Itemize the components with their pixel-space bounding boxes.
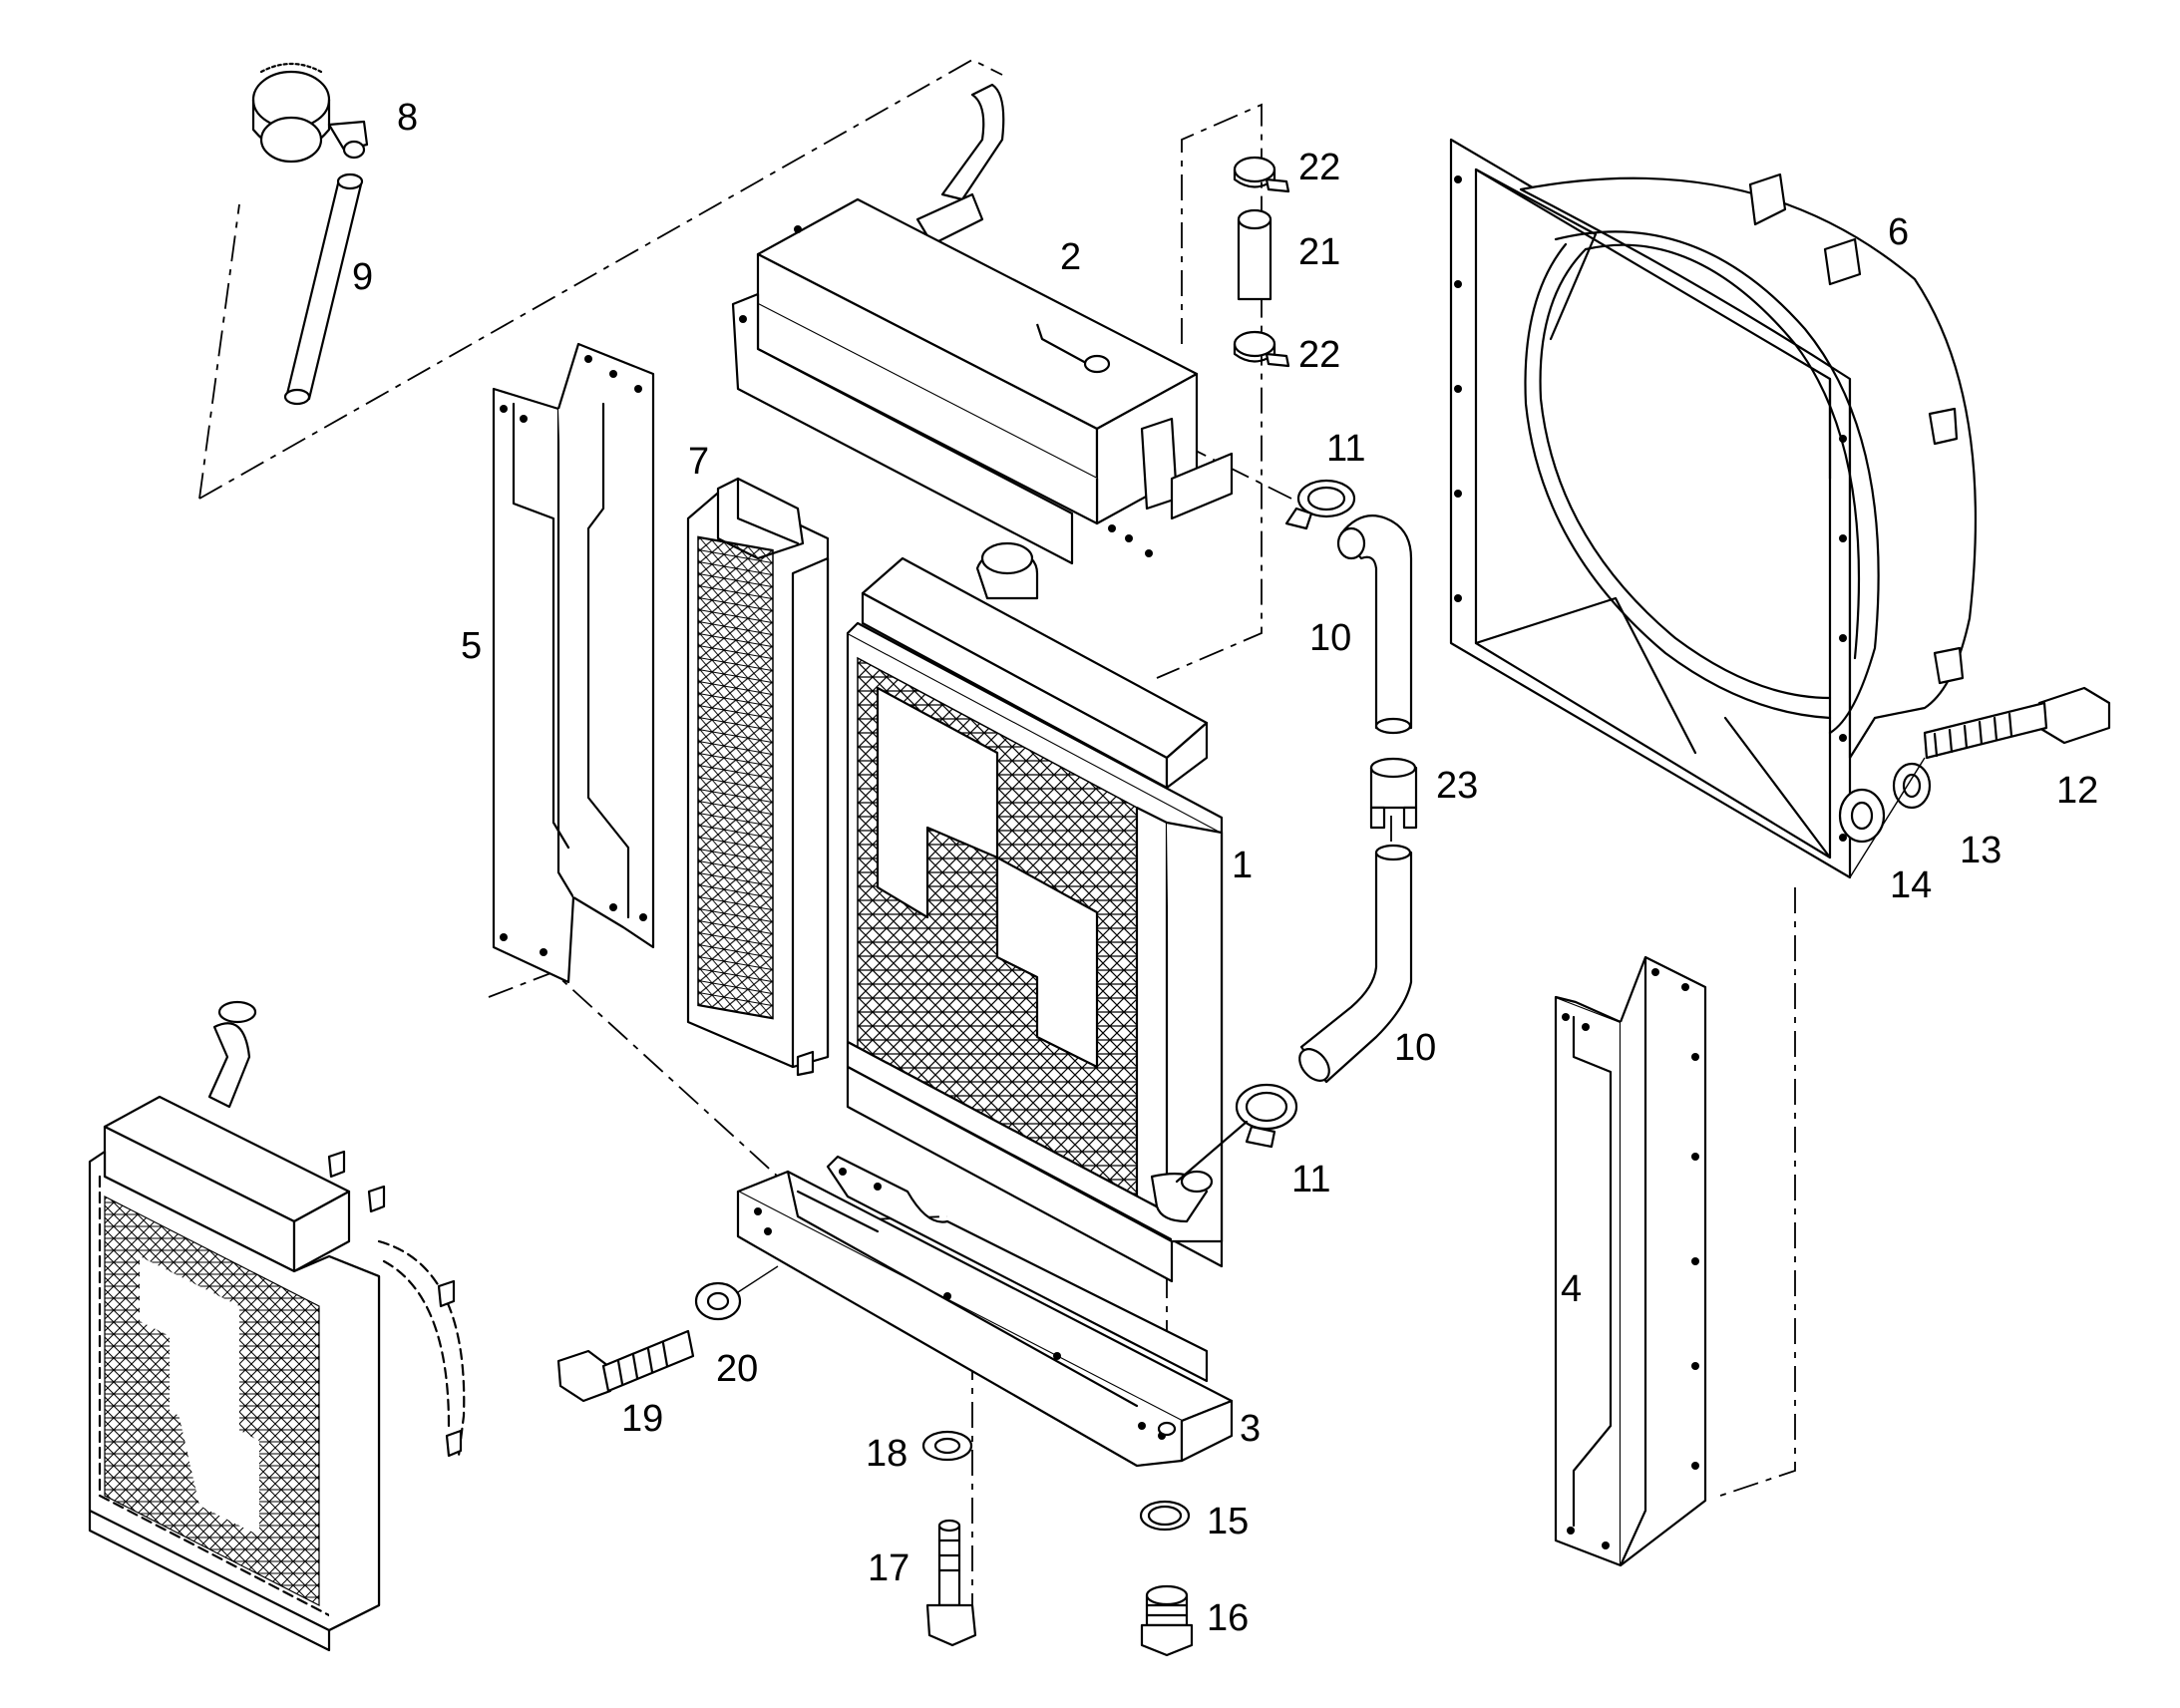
right-side-bracket — [1554, 955, 1707, 1567]
label-15: 15 — [1207, 1501, 1249, 1542]
label-20: 20 — [716, 1348, 758, 1390]
label-22-lower: 22 — [1298, 334, 1340, 376]
filler-cap — [251, 62, 369, 164]
fan-shroud-fasteners — [1838, 686, 2111, 878]
lower-center-bolt — [921, 1430, 977, 1647]
label-5: 5 — [461, 625, 482, 667]
label-19: 19 — [621, 1398, 663, 1440]
label-14: 14 — [1890, 864, 1932, 906]
label-22-upper: 22 — [1298, 147, 1340, 188]
label-4: 4 — [1561, 1268, 1582, 1310]
assembly-inset — [88, 1000, 466, 1652]
lower-clamp — [1175, 1083, 1298, 1184]
label-8: 8 — [397, 97, 418, 139]
label-21: 21 — [1298, 231, 1340, 273]
hose-connector — [1369, 757, 1418, 830]
part-labels: 1 2 3 4 5 6 7 8 9 10 10 11 11 12 13 14 1… — [352, 97, 2098, 1639]
label-11-upper: 11 — [1326, 428, 1365, 470]
label-17: 17 — [868, 1547, 909, 1589]
label-7: 7 — [688, 441, 709, 483]
label-9: 9 — [352, 256, 373, 298]
filler-tube — [283, 172, 364, 406]
left-side-bracket — [492, 342, 655, 984]
label-1: 1 — [1232, 845, 1253, 886]
label-10-lower: 10 — [1394, 1027, 1436, 1069]
lower-left-bolt — [556, 1265, 779, 1403]
label-2: 2 — [1060, 236, 1081, 278]
label-18: 18 — [866, 1433, 908, 1475]
fan-shroud — [1449, 138, 1977, 879]
label-13: 13 — [1960, 830, 2001, 871]
label-11-lower: 11 — [1291, 1159, 1330, 1200]
hose-and-clamps — [1233, 156, 1290, 368]
expansion-tank — [731, 83, 1234, 565]
radiator — [846, 541, 1224, 1283]
lower-support — [736, 1155, 1234, 1468]
label-3: 3 — [1240, 1408, 1261, 1450]
drain-plug — [1139, 1500, 1194, 1657]
label-16: 16 — [1207, 1597, 1249, 1639]
label-12: 12 — [2056, 770, 2098, 812]
lower-hose — [1298, 844, 1413, 1084]
label-6: 6 — [1888, 211, 1909, 253]
upper-clamp — [1284, 479, 1356, 530]
upper-hose — [1336, 514, 1413, 735]
label-23: 23 — [1436, 765, 1478, 807]
oil-cooler — [686, 477, 830, 1077]
label-10-upper: 10 — [1309, 617, 1351, 659]
